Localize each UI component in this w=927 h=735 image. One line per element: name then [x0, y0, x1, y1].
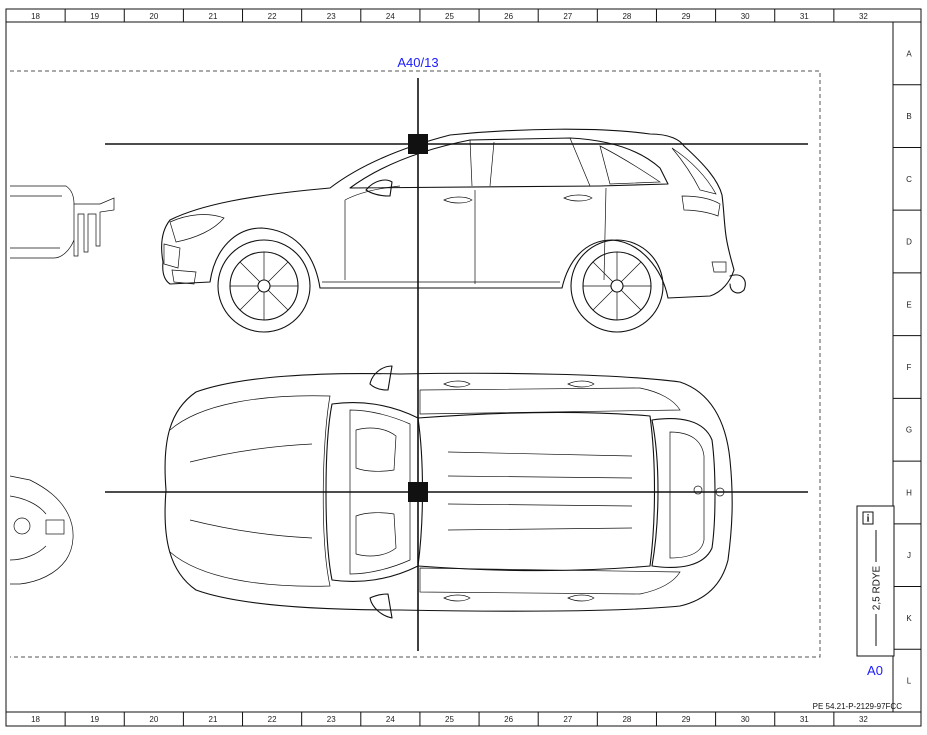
column-number: 21	[209, 12, 218, 21]
column-number: 29	[682, 12, 691, 21]
row-letter: J	[907, 551, 911, 560]
drawing-boundary	[10, 70, 821, 658]
front-wheel	[217, 239, 311, 333]
column-number: 23	[327, 715, 336, 724]
adjacent-component-lower	[9, 475, 74, 585]
column-number: 28	[622, 12, 631, 21]
row-letter: B	[906, 112, 911, 121]
column-number: 21	[209, 715, 218, 724]
column-number: 22	[268, 12, 277, 21]
column-number: 25	[445, 12, 454, 21]
column-number: 30	[741, 715, 750, 724]
connector-label[interactable]: A0	[867, 663, 883, 678]
component-label[interactable]: A40/13	[397, 55, 438, 70]
column-number: 31	[800, 12, 809, 21]
column-number: 27	[563, 715, 572, 724]
top-column-ruler: 18 19 20 21 22 23 24 25 26 27 28 29 30 31 32	[6, 9, 921, 23]
document-id: PE 54.21-P-2129-97FCC	[813, 702, 903, 711]
bottom-column-ruler: 18 19 20 21 22 23 24 25 26 27 28 29 30 31 32	[6, 711, 921, 726]
column-number: 32	[859, 12, 868, 21]
row-letter: D	[906, 238, 912, 247]
row-letter: L	[907, 677, 912, 686]
info-icon[interactable]: i	[862, 511, 874, 525]
wire-spec-label: 2,5 RDYE	[872, 565, 883, 610]
row-letter: F	[907, 363, 912, 372]
location-marker-top[interactable]	[408, 482, 428, 502]
legend-box: i 2,5 RDYE	[856, 505, 895, 657]
row-letter: G	[906, 426, 912, 435]
row-letter: E	[906, 300, 911, 309]
location-crosshair	[105, 78, 808, 651]
column-number: 26	[504, 715, 513, 724]
right-row-ruler: A B C D E F G H J K L	[892, 22, 921, 712]
vehicle-top-view	[164, 365, 733, 619]
row-letter: H	[906, 488, 912, 497]
adjacent-component-upper	[10, 185, 115, 259]
vehicle-side-view	[161, 128, 746, 333]
sheet-frame	[5, 8, 922, 727]
row-letter: A	[906, 49, 912, 58]
rear-wheel	[570, 239, 664, 333]
column-number: 19	[90, 12, 99, 21]
row-letter: C	[906, 175, 912, 184]
column-number: 22	[268, 715, 277, 724]
column-number: 27	[563, 12, 572, 21]
column-number: 18	[31, 12, 40, 21]
row-letter: K	[906, 614, 912, 623]
column-number: 30	[741, 12, 750, 21]
column-number: 20	[149, 715, 158, 724]
column-number: 32	[859, 715, 868, 724]
svg-text:i: i	[867, 514, 870, 525]
location-marker-side[interactable]	[408, 134, 428, 154]
column-number: 19	[90, 715, 99, 724]
column-number: 31	[800, 715, 809, 724]
column-number: 26	[504, 12, 513, 21]
column-number: 23	[327, 12, 336, 21]
column-number: 28	[622, 715, 631, 724]
column-number: 18	[31, 715, 40, 724]
column-number: 25	[445, 715, 454, 724]
column-number: 24	[386, 12, 395, 21]
column-number: 24	[386, 715, 395, 724]
column-number: 29	[682, 715, 691, 724]
column-number: 20	[149, 12, 158, 21]
